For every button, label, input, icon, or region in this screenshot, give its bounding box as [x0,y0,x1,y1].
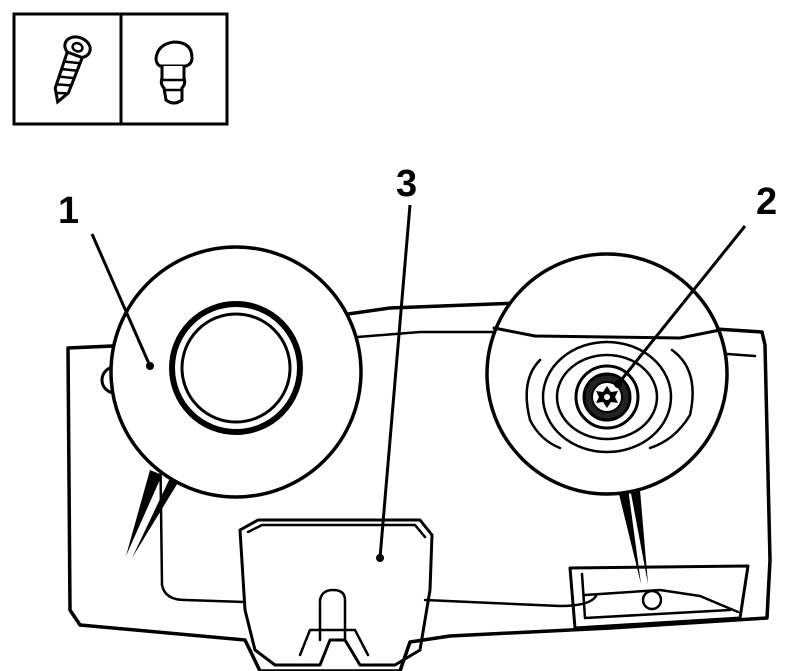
callout-2: 2 [756,181,777,223]
detail-circle-1 [109,245,363,558]
leader-line-3 [378,204,412,559]
callout-1: 1 [58,190,79,232]
leader-line-1 [90,233,152,367]
right-fastener-hole [641,589,663,611]
leader-line-2 [616,225,747,385]
screw-icon [53,35,92,105]
lock-striker [238,518,434,667]
push-clip-icon [154,40,194,105]
fastener-legend [12,12,229,126]
detail-circle-2 [485,252,729,584]
right-recess [568,564,750,630]
callout-3: 3 [396,163,417,205]
